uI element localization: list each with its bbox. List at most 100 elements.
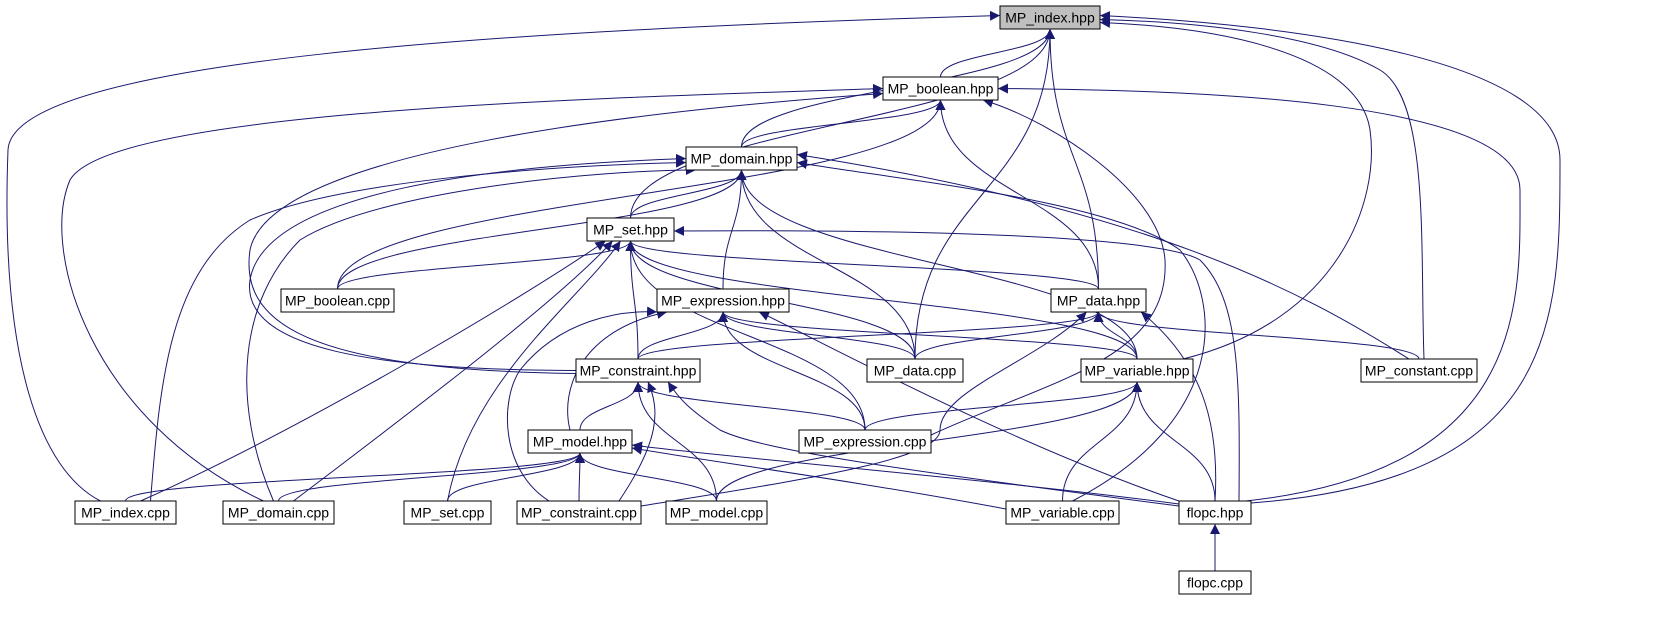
edge-conscpp-to-model_hpp — [574, 452, 585, 502]
edge-expr_hpp-to-dom_hpp — [722, 169, 747, 290]
edge-exprcpp-to-set_hpp — [625, 240, 866, 431]
edge-flopchpp-to-idx_hpp — [1099, 10, 1561, 504]
node-exprcpp[interactable]: MP_expression.cpp — [798, 429, 932, 454]
node-box — [516, 500, 642, 525]
edge-boolcpp-to-bool_hpp — [337, 99, 946, 290]
edge-datacpp-to-dom_hpp — [736, 169, 916, 360]
edge-domcpp-to-dom_hpp — [246, 165, 697, 502]
edge-setcpp-to-set_hpp — [447, 240, 621, 502]
edge-flopchpp-to-var_hpp — [1132, 381, 1216, 502]
node-flopchpp[interactable]: flopc.hpp — [1178, 500, 1252, 525]
node-setcpp[interactable]: MP_set.cpp — [403, 500, 492, 525]
node-flopccpp[interactable]: flopc.cpp — [1178, 570, 1252, 595]
node-box — [74, 500, 177, 525]
node-label: MP_index.hpp — [1005, 10, 1095, 26]
edge-domcpp-to-model_hpp — [278, 452, 585, 502]
edge-varcpp-to-dom_hpp — [796, 159, 1206, 502]
node-data-hpp[interactable]: MP_data.hpp — [1050, 288, 1147, 313]
edge-cons_hpp-to-data_hpp — [637, 311, 1104, 360]
edge-modelcpp-to-cons_hpp — [633, 381, 717, 502]
edge-varcpp-to-var_hpp — [1062, 381, 1142, 502]
edge-set_hpp-to-dom_hpp — [630, 169, 747, 219]
edge-var_hpp-to-dom_hpp — [736, 169, 1138, 360]
node-conscpp[interactable]: MP_constraint.cpp — [516, 500, 642, 525]
node-label: MP_boolean.cpp — [285, 293, 390, 309]
node-bool-hpp[interactable]: MP_boolean.hpp — [882, 76, 999, 101]
edge-var_hpp-to-idx_hpp — [1099, 17, 1372, 360]
node-label: MP_constraint.hpp — [580, 363, 697, 379]
node-label: MP_boolean.hpp — [888, 81, 994, 97]
node-box — [280, 288, 395, 313]
node-box — [1050, 288, 1147, 313]
edge-flopchpp-to-bool_hpp — [997, 83, 1521, 502]
node-datacpp[interactable]: MP_data.cpp — [866, 358, 964, 383]
edge-cons_hpp-to-expr_hpp — [637, 311, 728, 360]
edge-conscpp-to-data_hpp — [640, 311, 1087, 507]
node-label: MP_variable.cpp — [1010, 505, 1114, 521]
node-box — [1080, 358, 1194, 383]
node-label: MP_data.hpp — [1057, 293, 1140, 309]
node-label: MP_variable.hpp — [1084, 363, 1189, 379]
node-label: MP_expression.hpp — [661, 293, 785, 309]
node-box — [665, 500, 768, 525]
edge-cons_hpp-to-set_hpp — [625, 240, 639, 360]
node-set-hpp[interactable]: MP_set.hpp — [586, 217, 675, 242]
edge-idxcpp-to-set_hpp — [140, 240, 606, 502]
edge-idxcpp-to-dom_hpp — [150, 157, 687, 502]
node-box — [999, 5, 1101, 30]
node-box — [1005, 500, 1120, 525]
node-label: MP_domain.hpp — [691, 151, 793, 167]
node-var-hpp[interactable]: MP_variable.hpp — [1080, 358, 1194, 383]
node-box — [403, 500, 492, 525]
node-domcpp[interactable]: MP_domain.cpp — [222, 500, 335, 525]
edge-idxcpp-to-model_hpp — [125, 452, 585, 502]
edge-conscpp-to-cons_hpp — [618, 381, 657, 502]
node-modelcpp[interactable]: MP_model.cpp — [665, 500, 768, 525]
node-idxcpp[interactable]: MP_index.cpp — [74, 500, 177, 525]
node-label: flopc.cpp — [1187, 575, 1243, 591]
edge-flopchpp-to-model_hpp — [631, 441, 1180, 505]
node-box — [656, 288, 790, 313]
edge-data_hpp-to-bool_hpp — [935, 99, 1099, 290]
node-constcpp[interactable]: MP_constant.cpp — [1360, 358, 1478, 383]
edge-modelcpp-to-model_hpp — [575, 452, 717, 502]
edge-dom_hpp-to-bool_hpp — [741, 99, 946, 148]
edge-varcpp-to-model_hpp — [631, 444, 1007, 510]
edge-exprcpp-to-var_hpp — [864, 381, 1142, 431]
edge-datacpp-to-data_hpp — [914, 311, 1104, 360]
node-box — [222, 500, 335, 525]
node-dom-hpp[interactable]: MP_domain.hpp — [685, 146, 798, 171]
edge-domcpp-to-bool_hpp — [61, 83, 884, 502]
node-varcpp[interactable]: MP_variable.cpp — [1005, 500, 1120, 525]
edge-data_hpp-to-idx_hpp — [1045, 28, 1099, 290]
edge-flopchpp-to-expr_hpp — [758, 311, 1180, 502]
edge-flopchpp-to-data_hpp — [1140, 311, 1217, 502]
node-label: MP_constant.cpp — [1365, 363, 1473, 379]
edge-datacpp-to-expr_hpp — [718, 311, 916, 360]
edge-var_hpp-to-expr_hpp — [718, 311, 1138, 360]
node-idx-hpp[interactable]: MP_index.hpp — [999, 5, 1101, 30]
edge-cons_hpp-to-dom_hpp — [249, 153, 687, 371]
edge-cons_hpp-to-bool_hpp — [248, 89, 884, 374]
node-label: MP_domain.cpp — [228, 505, 329, 521]
node-box — [586, 217, 675, 242]
node-label: MP_index.cpp — [81, 505, 170, 521]
node-box — [798, 429, 932, 454]
node-box — [882, 76, 999, 101]
edge-datacpp-to-idx_hpp — [914, 28, 1055, 360]
node-boolcpp[interactable]: MP_boolean.cpp — [280, 288, 395, 313]
edge-model_hpp-to-cons_hpp — [579, 381, 643, 431]
nodes: MP_index.hppMP_boolean.hppMP_domain.hppM… — [74, 5, 1478, 595]
node-expr-hpp[interactable]: MP_expression.hpp — [656, 288, 790, 313]
node-label: MP_set.hpp — [593, 222, 668, 238]
node-model-hpp[interactable]: MP_model.hpp — [527, 429, 633, 454]
edge-exprcpp-to-expr_hpp — [718, 311, 866, 431]
node-label: MP_constraint.cpp — [521, 505, 637, 521]
edge-var_hpp-to-set_hpp — [625, 240, 1138, 360]
node-cons-hpp[interactable]: MP_constraint.hpp — [575, 358, 701, 383]
edge-conscpp-to-expr_hpp — [506, 306, 658, 502]
node-label: MP_expression.cpp — [804, 434, 927, 450]
node-label: MP_model.cpp — [670, 505, 764, 521]
node-box — [1360, 358, 1478, 383]
